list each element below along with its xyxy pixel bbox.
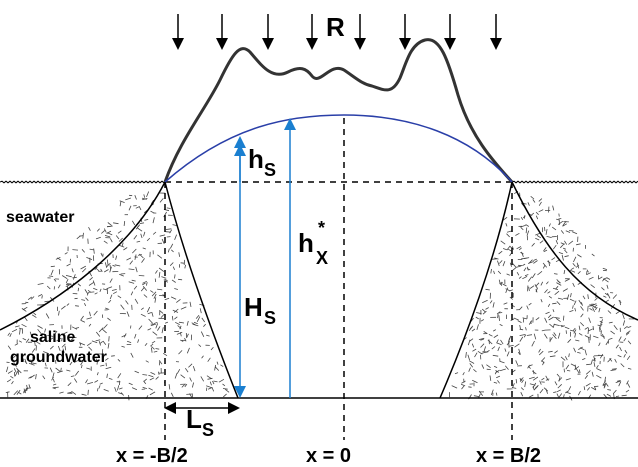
svg-text:S: S bbox=[264, 160, 276, 180]
x-right-label: x = B/2 bbox=[476, 445, 541, 467]
svg-text:h: h bbox=[248, 144, 264, 174]
Ls-label: L S bbox=[186, 404, 214, 440]
saline-region-right bbox=[440, 182, 638, 401]
water-table bbox=[164, 114, 513, 183]
saline-interface-left bbox=[0, 181, 166, 331]
svg-text:X: X bbox=[316, 248, 328, 268]
x-left-label: x = -B/2 bbox=[116, 445, 188, 467]
sea-surface-left bbox=[0, 180, 167, 184]
svg-text:L: L bbox=[186, 404, 202, 434]
freshwater-interface-left bbox=[164, 181, 239, 399]
seawater-label: seawater bbox=[6, 209, 75, 226]
svg-text:*: * bbox=[318, 218, 325, 238]
saline-region-left bbox=[0, 182, 238, 401]
recharge-arrows bbox=[172, 14, 502, 50]
ground-surface bbox=[163, 38, 514, 184]
x-center-label: x = 0 bbox=[306, 445, 351, 467]
svg-text:H: H bbox=[244, 292, 263, 322]
Hs-label: H S bbox=[244, 292, 276, 328]
hs-label: h S bbox=[248, 144, 276, 180]
svg-text:S: S bbox=[264, 308, 276, 328]
svg-text:h: h bbox=[298, 228, 314, 258]
saline-label-line2: groundwater bbox=[10, 349, 107, 366]
sea-surface-right bbox=[511, 180, 638, 184]
hx-star-label: h X * bbox=[298, 218, 328, 268]
svg-text:S: S bbox=[202, 420, 214, 440]
recharge-label: R bbox=[326, 12, 345, 42]
saline-label-line1: saline bbox=[30, 329, 75, 346]
freshwater-interface-right bbox=[439, 181, 513, 399]
saline-interface-right bbox=[511, 181, 638, 321]
